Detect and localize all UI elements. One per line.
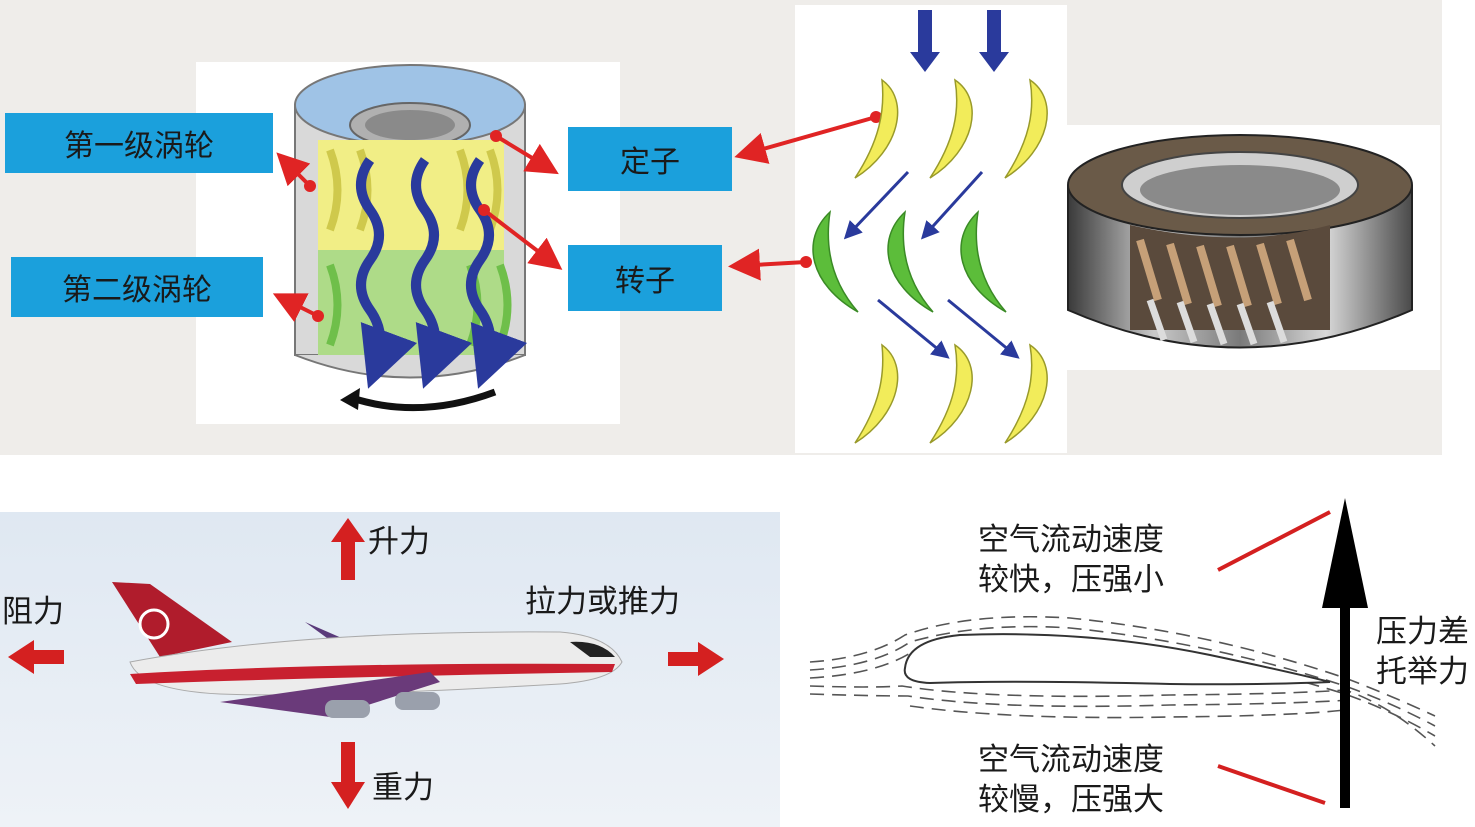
rotor-label: 转子 xyxy=(568,245,722,311)
gravity-label: 重力 xyxy=(372,770,434,806)
pressure-difference-arrow xyxy=(1322,498,1368,808)
blade-diagram xyxy=(812,10,1048,444)
slow-airflow-text-line2: 较慢，压强大 xyxy=(978,782,1164,818)
fast-airflow-text-line2: 较快，压强小 xyxy=(978,562,1164,598)
airplane-forces-panel: 升力 阻力 拉力或推力 重力 xyxy=(0,512,780,827)
stator-label: 定子 xyxy=(568,127,732,191)
callout-arrows xyxy=(272,111,882,323)
lift-arrow xyxy=(331,518,365,580)
airplane-diagram xyxy=(8,518,724,809)
slow-airflow-text-line1: 空气流动速度 xyxy=(978,742,1164,778)
thrust-arrow xyxy=(668,642,724,676)
airfoil-diagram xyxy=(809,498,1436,808)
pressure-difference-label: 压力差 xyxy=(1376,614,1469,650)
bottom-indicator-line xyxy=(1217,764,1326,805)
airfoil-shape xyxy=(903,633,1331,686)
gravity-arrow xyxy=(331,742,365,809)
turbine-photo xyxy=(1067,134,1413,349)
top-indicator-line xyxy=(1217,510,1331,572)
second-stage-turbine-label: 第二级涡轮 xyxy=(11,257,263,317)
turbine-illustration xyxy=(272,10,1413,444)
lifting-force-label: 托举力 xyxy=(1376,654,1469,690)
cylinder-turbine xyxy=(294,64,528,412)
airplane xyxy=(112,582,623,718)
turbine-panel: 第一级涡轮 第二级涡轮 定子 转子 xyxy=(0,0,1442,455)
first-stage-turbine-label: 第一级涡轮 xyxy=(5,113,273,173)
drag-arrow xyxy=(8,640,64,674)
streamlines-bottom xyxy=(809,685,1436,747)
fast-airflow-text-line1: 空气流动速度 xyxy=(978,522,1164,558)
lift-label: 升力 xyxy=(368,524,430,560)
thrust-label: 拉力或推力 xyxy=(525,584,680,620)
drag-label: 阻力 xyxy=(2,594,64,630)
airfoil-panel: 空气流动速度 较快，压强小 空气流动速度 较慢，压强大 压力差 托举力 xyxy=(790,490,1475,827)
